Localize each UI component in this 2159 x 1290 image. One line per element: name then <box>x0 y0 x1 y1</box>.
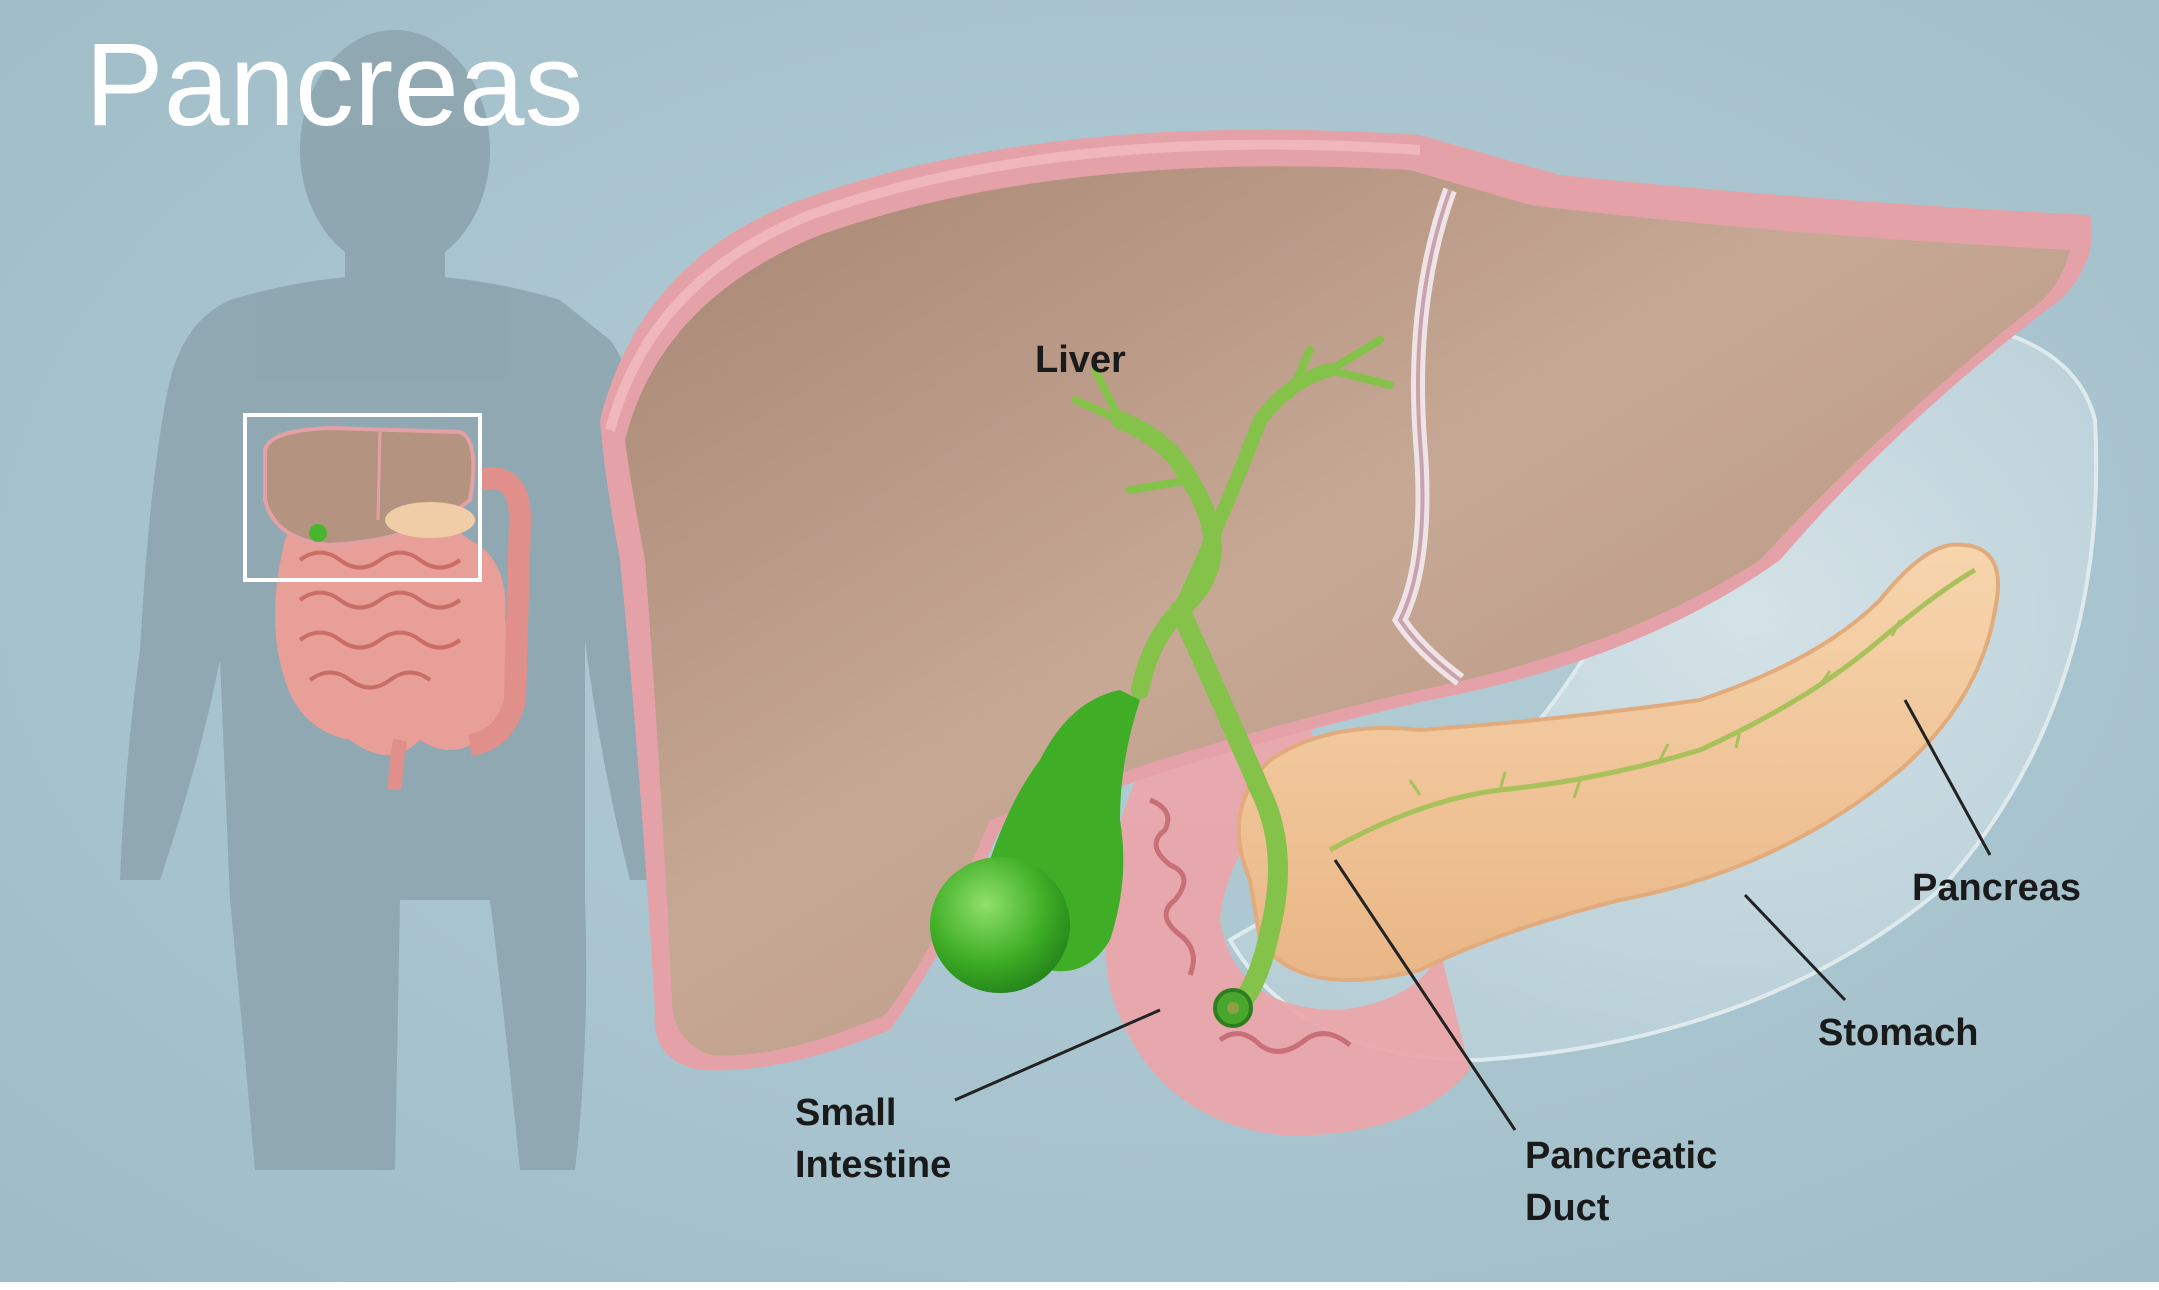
pancreatic-duct-label-line2: Duct <box>1525 1187 1610 1229</box>
stomach-label: Stomach <box>1818 1012 1978 1054</box>
duct-opening <box>1215 990 1251 1026</box>
bottom-border <box>0 1282 2159 1290</box>
pancreas-label: Pancreas <box>1912 867 2081 909</box>
page-title: Pancreas <box>85 19 584 151</box>
liver-label: Liver <box>1035 339 1126 381</box>
mini-liver <box>265 428 475 545</box>
small-intestine-label-line2: Intestine <box>795 1144 951 1186</box>
small-intestine-label-line1: Small <box>795 1092 896 1134</box>
pancreatic-duct-label-line1: Pancreatic <box>1525 1135 1717 1177</box>
